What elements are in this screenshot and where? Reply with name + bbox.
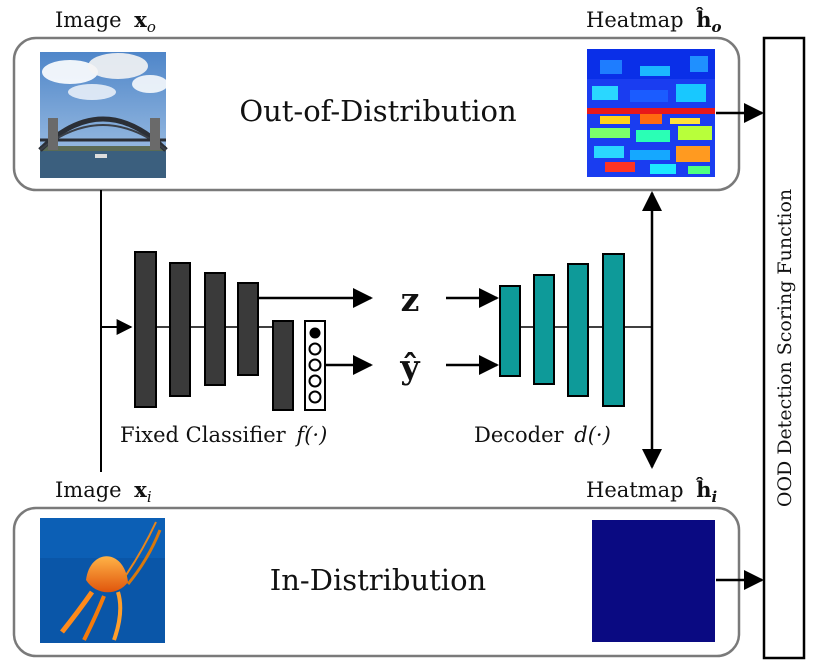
id-jellyfish-image [40, 518, 165, 643]
classifier-layer-1 [134, 251, 157, 408]
id-image-caption: Image xi [55, 477, 152, 506]
classifier-caption: Fixed Classifier f(·) [120, 423, 327, 447]
scoring-function-label: OOD Detection Scoring Function [774, 189, 796, 507]
latent-y-label: ŷ [399, 347, 420, 386]
id-image-var: x [134, 477, 147, 502]
classifier-layer-5 [272, 320, 294, 411]
ood-image-var: x [134, 7, 147, 32]
classifier-layer-2 [169, 262, 191, 397]
ood-image-caption: Image xo [55, 7, 156, 36]
id-heatmap-word: Heatmap [586, 478, 684, 502]
scoring-function-box [762, 36, 806, 660]
id-label: In-Distribution [270, 563, 486, 597]
id-heatmap-caption: Heatmap ĥi [586, 477, 718, 506]
decoder-layer-4 [602, 253, 625, 407]
decoder-layer-3 [567, 263, 589, 397]
classifier-label: Fixed Classifier [120, 423, 287, 447]
classifier-func: f(·) [294, 423, 327, 447]
id-panel [12, 506, 741, 658]
decoder-label: Decoder [474, 423, 565, 447]
ood-heatmap-word: Heatmap [586, 8, 684, 32]
classifier-layer-3 [204, 272, 226, 386]
id-heatmap-sub: i [712, 488, 718, 506]
ood-label: Out-of-Distribution [239, 94, 516, 128]
ood-heatmap-image [587, 49, 715, 177]
ood-heatmap-sub: o [712, 18, 722, 36]
classifier-layer-4 [237, 282, 259, 376]
decoder-layer-2 [533, 274, 555, 385]
ood-bridge-image [38, 52, 168, 178]
decoder-func: d(·) [574, 423, 611, 447]
decoder-caption: Decoder d(·) [474, 423, 611, 447]
ood-image-word: Image [55, 8, 122, 32]
ood-heatmap-var: ĥ [695, 7, 711, 32]
latent-z-label: z [401, 280, 420, 319]
ood-heatmap-caption: Heatmap ĥo [586, 7, 722, 36]
output-vector [304, 320, 326, 411]
id-image-word: Image [55, 478, 122, 502]
id-image-sub: i [147, 488, 152, 506]
id-heatmap-image [592, 520, 715, 642]
ood-image-sub: o [147, 18, 156, 36]
id-heatmap-var: ĥ [695, 477, 711, 502]
decoder-layer-1 [499, 285, 521, 377]
